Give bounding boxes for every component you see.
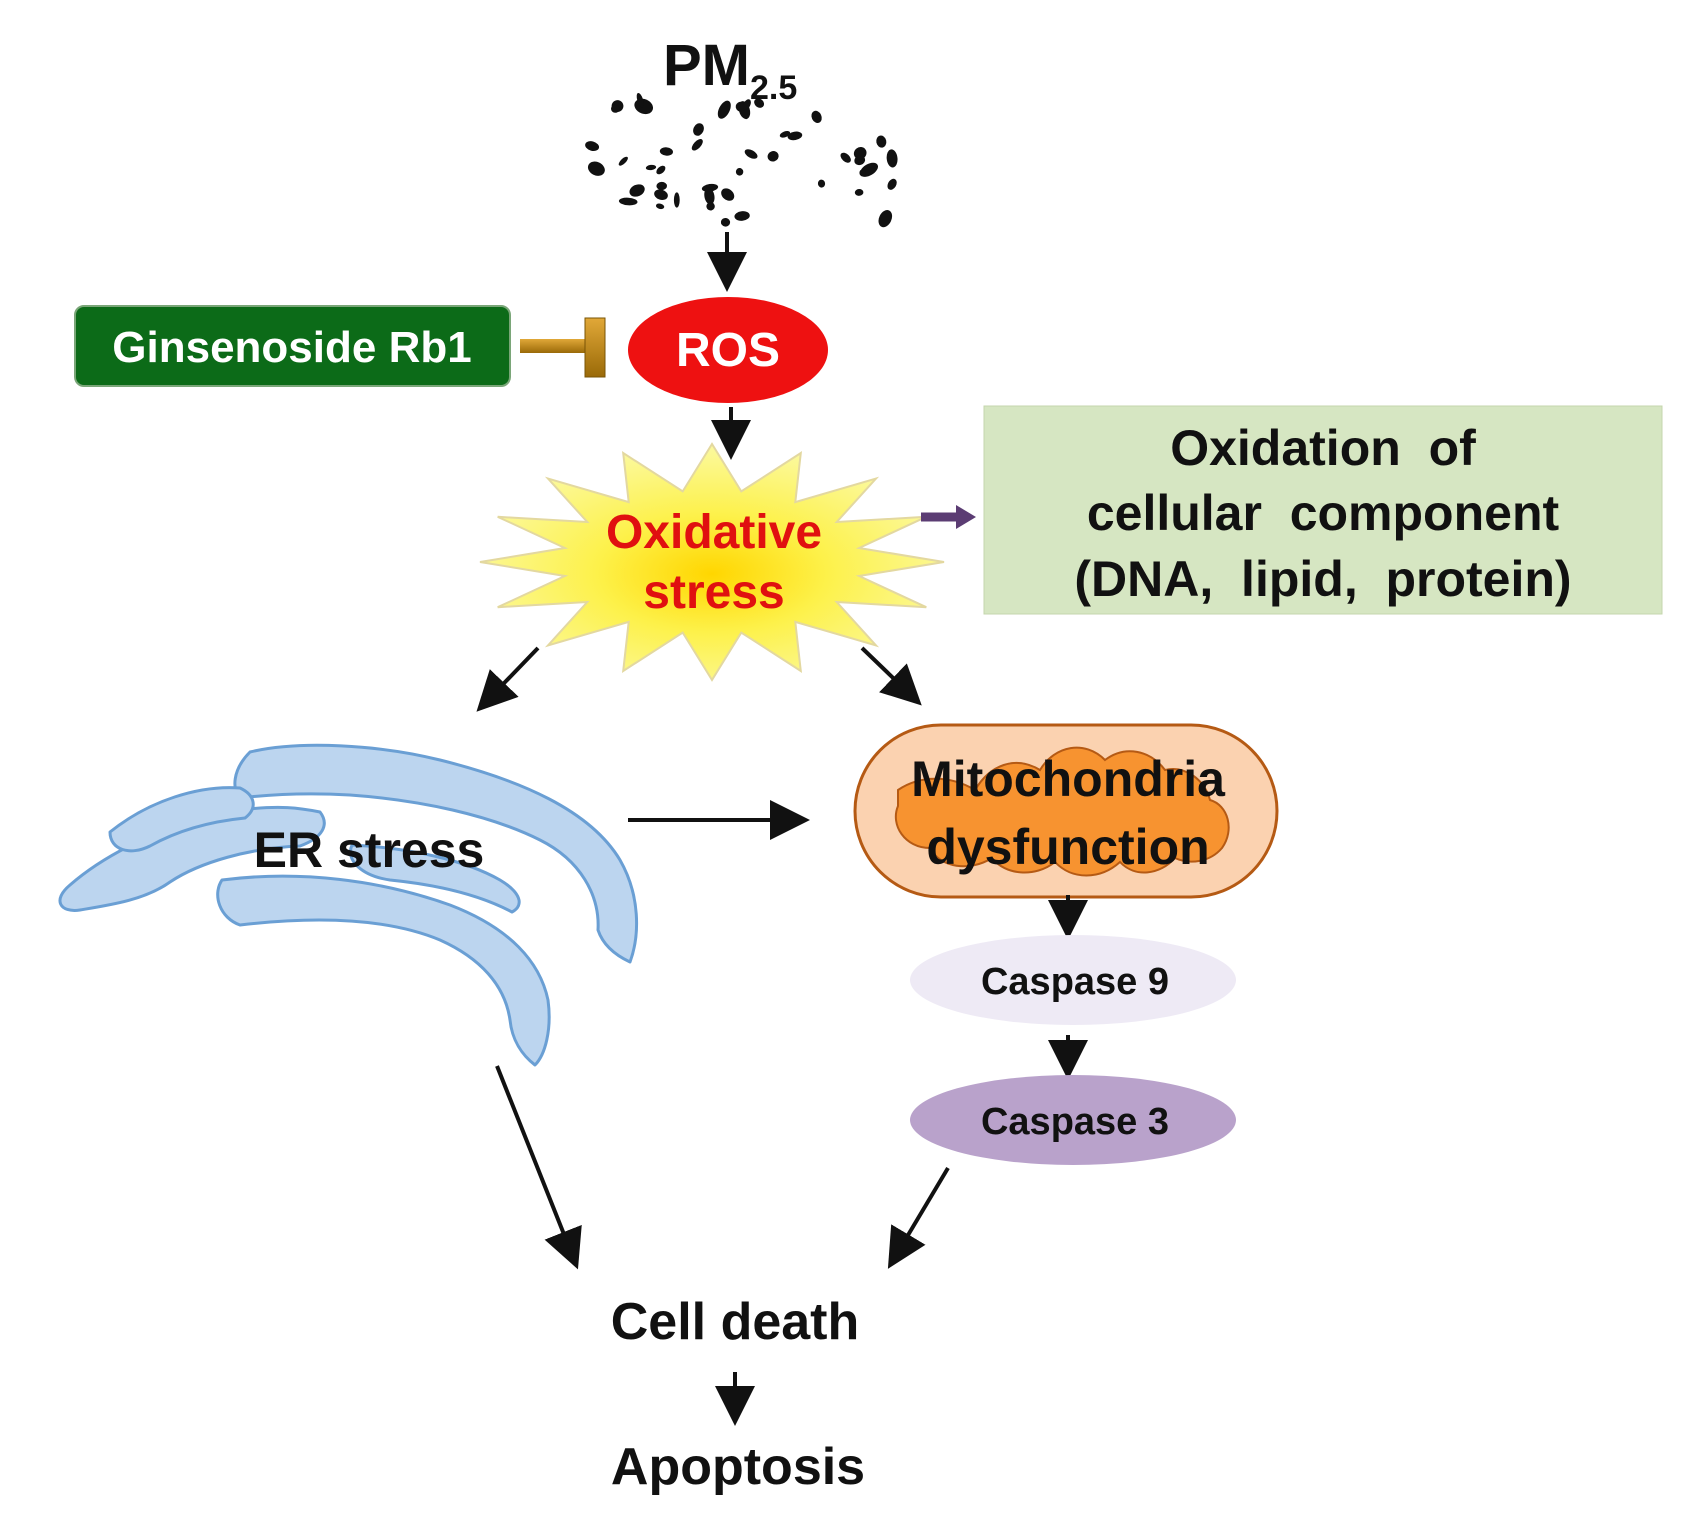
pm25-particle — [779, 130, 791, 138]
cell-death-label: Cell death — [611, 1293, 860, 1351]
mitochondria-line1: Mitochondria — [911, 751, 1226, 807]
arrow-to-oxidation-head — [956, 505, 976, 529]
pm25-particle — [854, 188, 864, 196]
pm25-particle — [742, 99, 751, 110]
pm25-title: PM2.5 — [663, 33, 797, 107]
pm25-particle — [734, 211, 750, 221]
pm25-particle — [720, 217, 731, 227]
pm25-particle — [611, 104, 620, 113]
pm25-particle — [587, 161, 605, 176]
pm25-particle — [585, 141, 600, 152]
caspase3-label: Caspase 3 — [981, 1101, 1169, 1143]
inhibition-bar-icon — [584, 317, 606, 378]
er-stress-label: ER stress — [254, 822, 485, 878]
pm25-particle — [817, 179, 826, 188]
pm25-particle — [634, 98, 654, 115]
pm25-particle — [693, 123, 704, 136]
pm25-particle — [787, 131, 803, 141]
arrow-caspase3-to-cell-death — [887, 1166, 950, 1269]
pm25-particle — [618, 197, 638, 206]
ginsenoside-box — [74, 305, 511, 387]
pm25-particle — [618, 156, 628, 166]
oxidation-line1: Oxidation of — [1170, 420, 1476, 476]
caspase9-node — [910, 935, 1236, 1025]
pm25-particles-icon — [585, 92, 898, 228]
caspase9-label: Caspase 9 — [981, 961, 1169, 1003]
inhibition-shaft — [520, 339, 588, 353]
pm25-particle — [656, 181, 667, 191]
pm25-particle — [859, 169, 867, 177]
pm25-particle — [636, 92, 644, 108]
arrow-to-er-stress — [476, 646, 540, 712]
pm25-particle — [655, 203, 665, 210]
arrow-to-mitochondria — [860, 646, 922, 706]
pm25-particle — [876, 135, 887, 148]
pm25-particle — [887, 178, 897, 190]
pm25-particle — [840, 152, 851, 163]
oxidative-stress-line1: Oxidative — [606, 506, 822, 559]
arrow-er-to-cell-death — [495, 1065, 582, 1270]
pm25-particle — [767, 151, 779, 162]
oxidation-line2: cellular component — [1087, 485, 1560, 541]
pm25-particle — [673, 192, 680, 208]
ros-label: ROS — [676, 324, 780, 377]
pm25-particle — [704, 187, 715, 205]
pm25-particle — [811, 110, 822, 123]
apoptosis-label: Apoptosis — [611, 1438, 865, 1496]
er-icon — [58, 743, 638, 1067]
pm25-main: PM — [663, 33, 750, 98]
pm25-particle — [735, 168, 744, 176]
oxidation-box — [983, 405, 1663, 615]
pm25-particle — [645, 164, 657, 171]
pm25-particle — [886, 149, 898, 168]
pm25-particle — [629, 184, 645, 197]
pm25-particle — [744, 149, 758, 159]
pm25-particle — [853, 147, 867, 160]
pm25-particle — [659, 147, 673, 156]
oxidative-stress-burst-icon — [479, 442, 945, 682]
ginsenoside-label: Ginsenoside Rb1 — [112, 323, 471, 372]
caspase3-node — [910, 1075, 1236, 1165]
pm25-particle — [754, 98, 765, 108]
pm25-particle — [654, 189, 668, 201]
mitochondria-cristae-icon — [894, 746, 1230, 877]
pm25-particle — [717, 100, 731, 119]
mitochondria-line2: dysfunction — [926, 819, 1209, 875]
oxidative-stress-line2: stress — [643, 566, 784, 619]
oxidation-line3: (DNA, lipid, protein) — [1074, 551, 1571, 607]
ros-node — [628, 297, 828, 403]
pm25-particle — [706, 202, 715, 211]
pm25-particle — [735, 101, 746, 112]
pm25-particle — [721, 188, 735, 201]
pm25-particle — [691, 139, 703, 151]
pm25-particle — [656, 165, 666, 175]
pm25-particle — [878, 210, 893, 228]
